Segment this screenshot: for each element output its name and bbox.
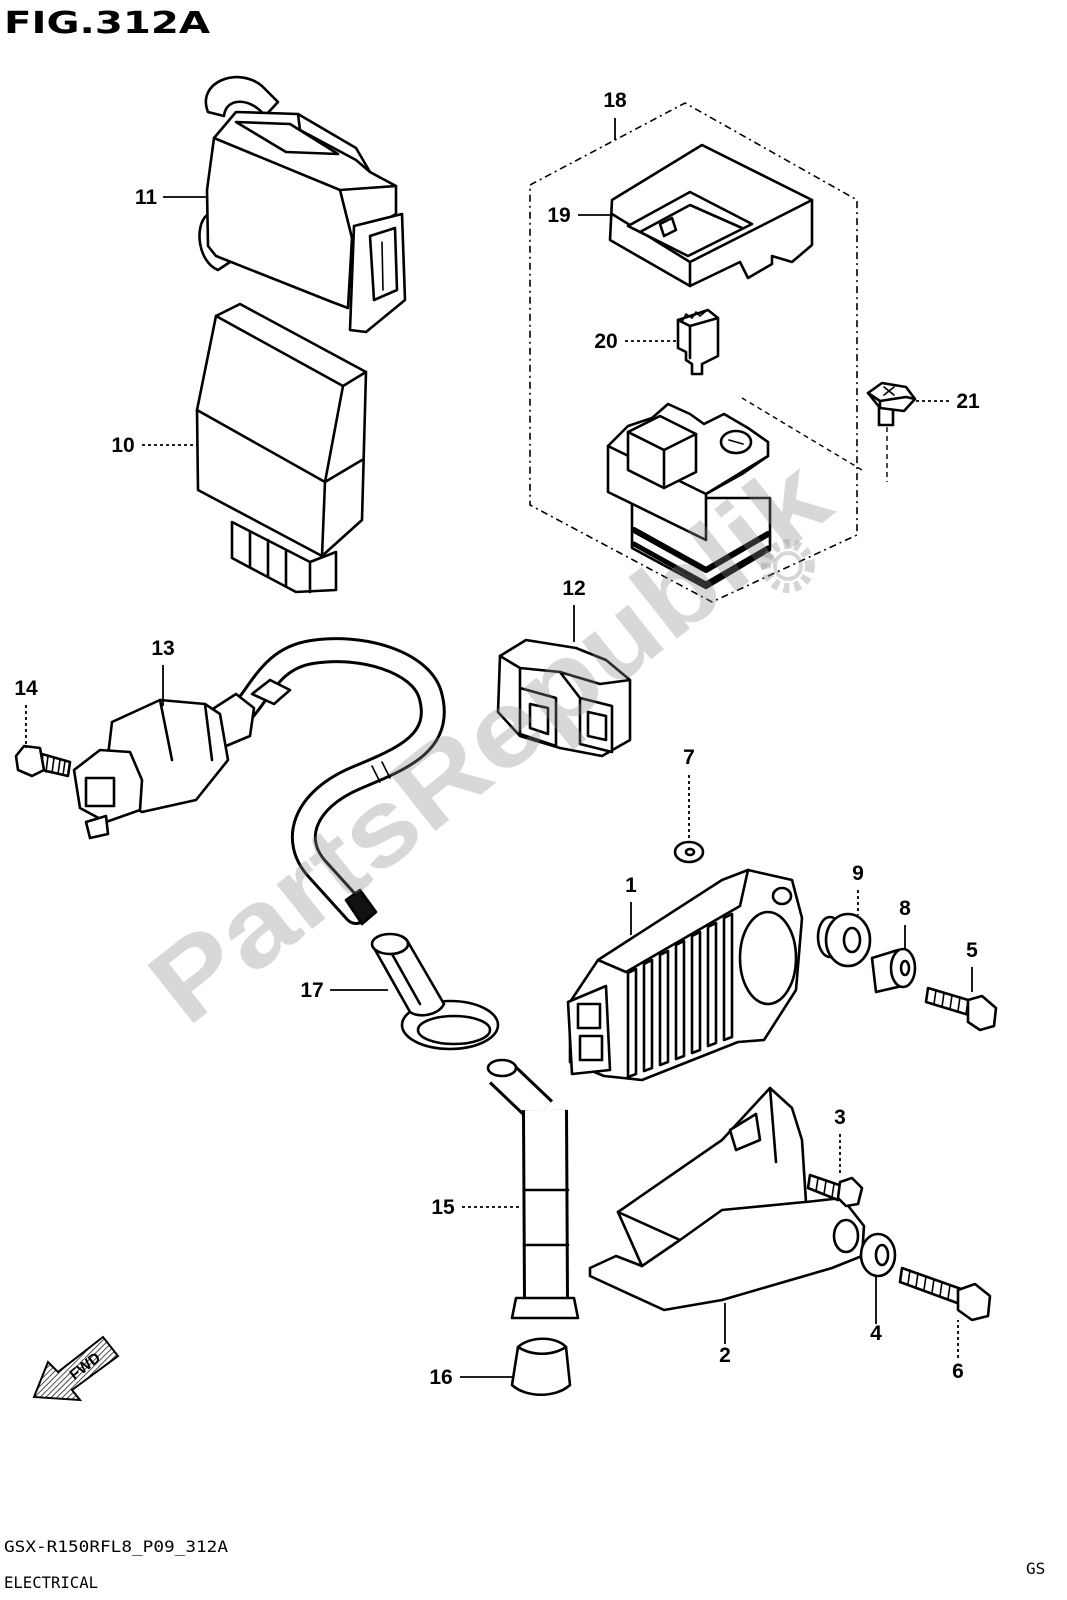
callout-5: 5 [966,939,978,962]
part-8-drawing [870,947,917,994]
part-10-drawing [195,302,368,594]
callout-12: 12 [562,577,585,600]
callout-14: 14 [14,677,38,700]
callout-11: 11 [135,186,158,209]
callout-4: 4 [870,1322,882,1345]
callout-2: 2 [719,1344,731,1367]
leader-lines [25,118,973,1378]
part-14-drawing [14,744,72,778]
callouts: 1 2 3 4 5 6 7 8 9 10 11 12 13 14 15 16 1… [14,89,980,1389]
callout-21: 21 [956,390,980,413]
assembly-18-relay-drawing [606,402,772,590]
callout-6: 6 [952,1360,964,1383]
fwd-arrow-icon: FWD [32,1335,120,1402]
corner-tag: GS [1026,1559,1045,1578]
part-1-drawing [566,868,804,1082]
part-2-drawing [588,1086,866,1312]
callout-3: 3 [834,1106,846,1129]
part-6-drawing [898,1266,992,1322]
part-12-drawing [496,638,632,758]
part-5-drawing [924,986,998,1032]
gear-icon [761,539,815,593]
callout-13: 13 [151,637,174,660]
callout-20: 20 [594,330,617,353]
callout-17: 17 [300,979,323,1002]
part-7-drawing [673,840,705,864]
callout-18: 18 [603,89,627,112]
section-name: ELECTRICAL [4,1573,98,1592]
part-20-drawing [676,308,720,376]
callout-10: 10 [111,434,134,457]
part-4-drawing [859,1232,897,1278]
callout-8: 8 [899,897,911,920]
part-13-cable-drawing [229,637,446,926]
assembly-18-boundary [529,102,858,603]
part-17-drawing [370,932,500,1051]
callout-9: 9 [852,862,864,885]
callout-1: 1 [625,874,637,897]
callout-15: 15 [431,1196,455,1219]
callout-7: 7 [683,746,695,769]
part-11-drawing [198,75,407,334]
part-13-drawing [72,692,256,840]
drawing-code: GSX-R150RFL8_P09_312A [4,1537,228,1556]
part-15-drawing [486,1058,580,1320]
part-9-drawing [816,912,872,968]
figure-title: FIG.312A [4,6,211,41]
part-16-drawing [510,1337,572,1396]
callout-16: 16 [429,1366,452,1389]
callout-19: 19 [547,204,570,227]
part-19-drawing [608,143,814,288]
part-21-drawing [866,381,917,427]
part-3-drawing [806,1173,864,1208]
